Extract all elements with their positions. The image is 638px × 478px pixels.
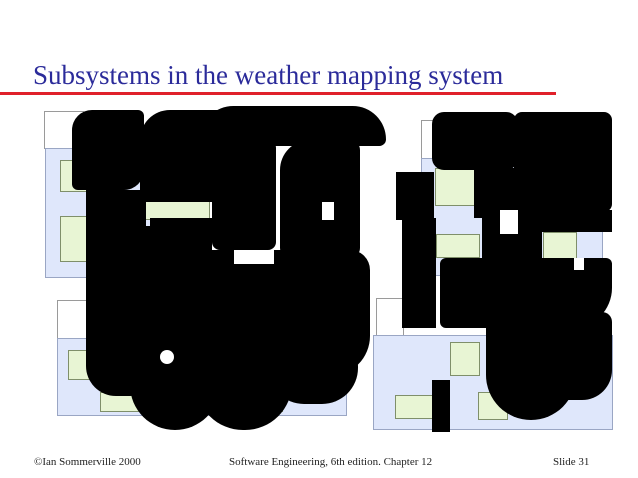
slide-number: Slide 31 xyxy=(553,456,590,468)
obscured-region xyxy=(280,140,360,258)
cutout xyxy=(574,258,584,270)
obscured-region xyxy=(396,172,434,220)
obscured-region xyxy=(402,218,436,328)
cutout xyxy=(500,210,518,234)
class-box xyxy=(450,342,480,376)
class-box xyxy=(436,234,480,258)
obscured-region xyxy=(514,112,612,212)
obscured-region xyxy=(268,330,358,404)
slide-title: Subsystems in the weather mapping system xyxy=(33,60,504,90)
cutout xyxy=(160,350,174,364)
cutout xyxy=(322,202,334,220)
obscured-region xyxy=(200,106,386,146)
obscured-region xyxy=(86,190,146,230)
obscured-region xyxy=(72,110,144,190)
footer-book-title: Software Engineering, 6th edition. Chapt… xyxy=(229,456,433,468)
cutout xyxy=(234,250,274,264)
title-underline xyxy=(0,92,556,95)
obscured-region xyxy=(432,380,450,432)
package-tab xyxy=(376,298,404,336)
obscured-region xyxy=(432,112,518,170)
package-tab xyxy=(57,300,87,340)
obscured-region xyxy=(540,210,612,232)
class-box xyxy=(140,200,210,220)
obscured-region xyxy=(212,140,276,250)
class-box xyxy=(435,168,475,206)
obscured-region xyxy=(522,312,612,400)
footer-copyright: ©Ian Sommerville 2000 xyxy=(34,456,141,468)
